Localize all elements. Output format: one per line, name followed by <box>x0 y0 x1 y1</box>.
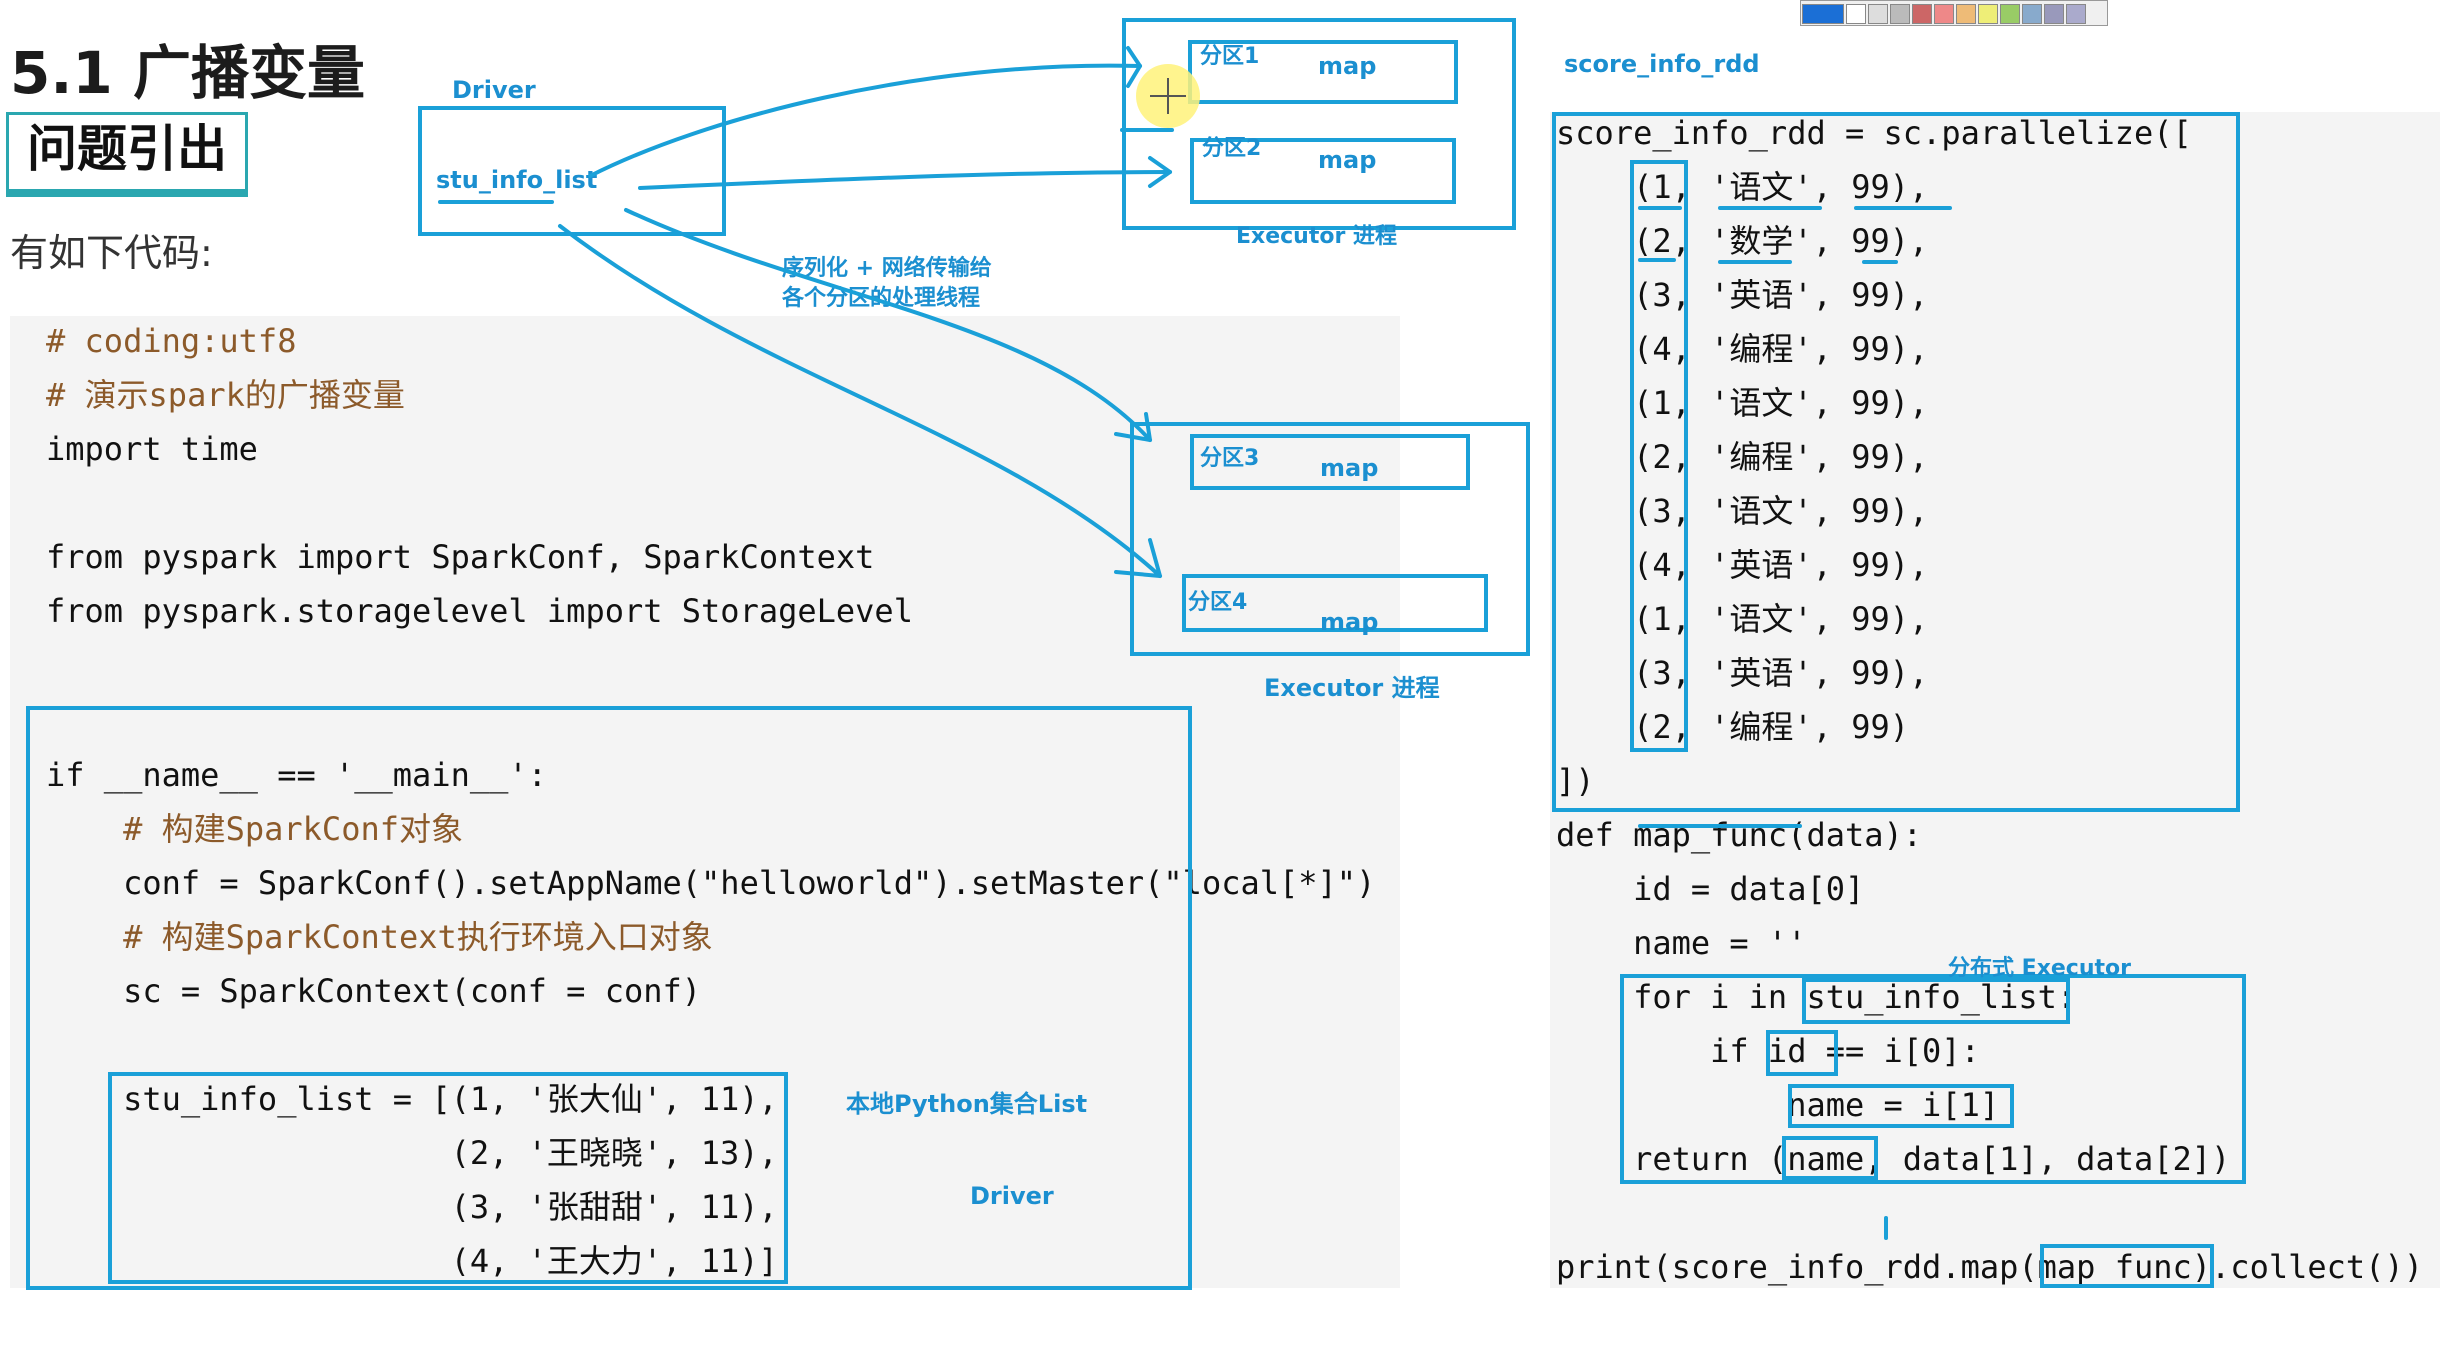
label-map-2: map <box>1318 146 1377 174</box>
arrowhead-partition1 <box>1126 46 1142 88</box>
code-line: stu_info_list = [(1, '张大仙', 11), <box>46 1080 778 1118</box>
left-code-imports: # coding:utf8 # 演示spark的广播变量 import time… <box>46 314 913 692</box>
code-line: id = data[0] <box>1556 870 1865 908</box>
palette-swatch[interactable] <box>2044 4 2064 24</box>
code-line: # coding:utf8 <box>46 322 297 360</box>
code-line: (3, '英语', 99), <box>1556 654 1929 692</box>
code-line: print(score_info_rdd.map(map_func).colle… <box>1556 1248 2423 1286</box>
code-line: sc = SparkContext(conf = conf) <box>46 972 702 1010</box>
partition1-box <box>1188 40 1458 104</box>
label-driver-bottom: Driver <box>970 1182 1054 1210</box>
partition3-box <box>1190 434 1470 490</box>
palette-swatch[interactable] <box>1846 4 1866 24</box>
color-palette-toolbar[interactable] <box>1800 0 2108 26</box>
label-score-info-rdd: score_info_rdd <box>1564 50 1760 78</box>
arrow-to-partition3 <box>624 208 1152 442</box>
code-line: from pyspark import SparkConf, SparkCont… <box>46 538 875 576</box>
executor-box-top <box>1122 18 1516 230</box>
right-code-func: def map_func(data): id = data[0] name = … <box>1556 808 2423 1348</box>
page-title: 5.1 广播变量 <box>10 39 365 107</box>
code-line: name = '' <box>1556 924 1807 962</box>
palette-swatch[interactable] <box>1934 4 1954 24</box>
section-subtitle: 问题引出 <box>6 112 248 197</box>
executor-box-bottom <box>1130 422 1530 656</box>
palette-swatch[interactable] <box>1978 4 1998 24</box>
code-line: (3, '语文', 99), <box>1556 492 1929 530</box>
arrowhead-partition2 <box>1148 156 1172 188</box>
rdd-tuple-id-column-box <box>1630 160 1688 752</box>
label-serialize-2: 各个分区的处理线程 <box>782 286 981 311</box>
code-line: (3, '张甜甜', 11), <box>46 1188 778 1226</box>
code-line: ]) <box>1556 762 1595 800</box>
right-code-block <box>1550 112 2440 1288</box>
name-assign-box <box>1788 1084 2014 1128</box>
label-dist-executor: 分布式 Executor <box>1948 956 2131 981</box>
palette-swatch[interactable] <box>1912 4 1932 24</box>
code-line: (2, '编程', 99) <box>1556 708 1909 746</box>
code-line: from pyspark.storagelevel import Storage… <box>46 592 913 630</box>
arrow-to-partition2 <box>638 170 1172 190</box>
code-line: # 演示spark的广播变量 <box>46 376 405 414</box>
palette-swatch[interactable] <box>1956 4 1976 24</box>
palette-swatch[interactable] <box>1868 4 1888 24</box>
label-partition3: 分区3 <box>1200 446 1260 471</box>
intro-text: 有如下代码: <box>10 231 213 275</box>
code-line: (4, '王大力', 11)] <box>46 1242 778 1280</box>
partition4-box <box>1182 574 1488 632</box>
arrowhead-partition3 <box>1114 412 1152 442</box>
partition2-box <box>1190 138 1456 204</box>
name-return-box <box>1782 1136 1878 1180</box>
code-line: import time <box>46 430 258 468</box>
code-line: def map_func(data): <box>1556 816 1923 854</box>
label-executor-bottom: Executor 进程 <box>1264 674 1440 702</box>
code-line: (1, '语文', 99), <box>1556 168 1929 206</box>
palette-swatch[interactable] <box>1802 4 1844 24</box>
palette-swatch[interactable] <box>1890 4 1910 24</box>
code-line: (1, '语文', 99), <box>1556 600 1929 638</box>
code-line: for i in stu_info_list: <box>1556 978 2077 1016</box>
label-serialize-1: 序列化 + 网络传输给 <box>782 256 992 281</box>
map-func-arg-box <box>2040 1244 2214 1288</box>
right-code-rdd: score_info_rdd = sc.parallelize([ (1, '语… <box>1556 106 2192 862</box>
label-stu-info-list: stu_info_list <box>436 166 598 194</box>
arrowhead-partition4 <box>1114 538 1162 578</box>
code-line: (2, '数学', 99), <box>1556 222 1929 260</box>
code-line: (4, '英语', 99), <box>1556 546 1929 584</box>
stu-info-list-box <box>108 1072 788 1284</box>
crosshair-cursor-icon <box>1150 78 1186 114</box>
code-line: if __name__ == '__main__': <box>46 756 547 794</box>
main-block-box <box>26 706 1192 1290</box>
code-line: # 构建SparkContext执行环境入口对象 <box>46 918 713 956</box>
label-executor-top: Executor 进程 <box>1236 224 1397 249</box>
label-map-3: map <box>1320 454 1379 482</box>
label-partition1: 分区1 <box>1200 44 1260 69</box>
code-line: (2, '王晓晓', 13), <box>46 1134 778 1172</box>
annotation-arrows <box>438 46 1952 1240</box>
code-line: (4, '编程', 99), <box>1556 330 1929 368</box>
code-line: score_info_rdd = sc.parallelize([ <box>1556 114 2192 152</box>
score-rdd-box <box>1552 112 2240 812</box>
stu-info-list-ref-box <box>1802 978 2070 1024</box>
palette-swatch[interactable] <box>2000 4 2020 24</box>
palette-swatch[interactable] <box>2066 4 2086 24</box>
arrow-to-partition1 <box>588 63 1142 178</box>
arrow-to-partition4 <box>558 224 1162 578</box>
label-driver-top: Driver <box>452 76 536 104</box>
label-map-1: map <box>1318 52 1377 80</box>
label-local-list: 本地Python集合List <box>846 1090 1088 1118</box>
code-line: # 构建SparkConf对象 <box>46 810 463 848</box>
palette-swatch[interactable] <box>2022 4 2042 24</box>
label-map-4: map <box>1320 608 1379 636</box>
code-line: name = i[1] <box>1556 1086 2000 1124</box>
left-code-block <box>10 316 1400 1288</box>
code-line: (2, '编程', 99), <box>1556 438 1929 476</box>
code-line: (1, '语文', 99), <box>1556 384 1929 422</box>
id-ref-box <box>1766 1030 1838 1076</box>
code-line: return (name, data[1], data[2]) <box>1556 1140 2231 1178</box>
code-line: if id == i[0]: <box>1556 1032 1980 1070</box>
for-loop-box <box>1620 974 2246 1184</box>
label-partition4: 分区4 <box>1188 590 1248 615</box>
label-partition2: 分区2 <box>1202 136 1262 161</box>
code-line: (3, '英语', 99), <box>1556 276 1929 314</box>
